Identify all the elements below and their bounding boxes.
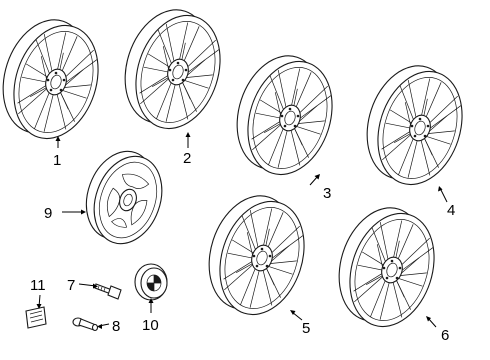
callout-arrowheads bbox=[36, 132, 443, 329]
wheel-1 bbox=[0, 8, 113, 151]
callout-10: 10 bbox=[142, 317, 159, 334]
callout-1: 1 bbox=[53, 152, 61, 169]
valve-stem bbox=[72, 317, 99, 332]
callout-3: 3 bbox=[323, 185, 331, 202]
callout-6: 6 bbox=[441, 327, 449, 344]
callout-11: 11 bbox=[30, 277, 46, 294]
label-plate bbox=[25, 306, 47, 329]
spare-wheel bbox=[74, 141, 175, 254]
wheel-5 bbox=[194, 184, 319, 327]
callout-9: 9 bbox=[44, 205, 52, 222]
callout-5: 5 bbox=[302, 320, 310, 337]
callout-7: 7 bbox=[67, 277, 75, 294]
center-cap bbox=[134, 263, 168, 301]
callout-2: 2 bbox=[183, 150, 191, 167]
wheel-2 bbox=[110, 0, 235, 141]
wheel-3 bbox=[222, 44, 347, 187]
wheel-6 bbox=[324, 196, 449, 339]
wheel-bolt bbox=[94, 283, 122, 300]
callout-4: 4 bbox=[447, 202, 455, 219]
callout-8: 8 bbox=[112, 318, 120, 335]
wheel-4 bbox=[352, 54, 477, 197]
